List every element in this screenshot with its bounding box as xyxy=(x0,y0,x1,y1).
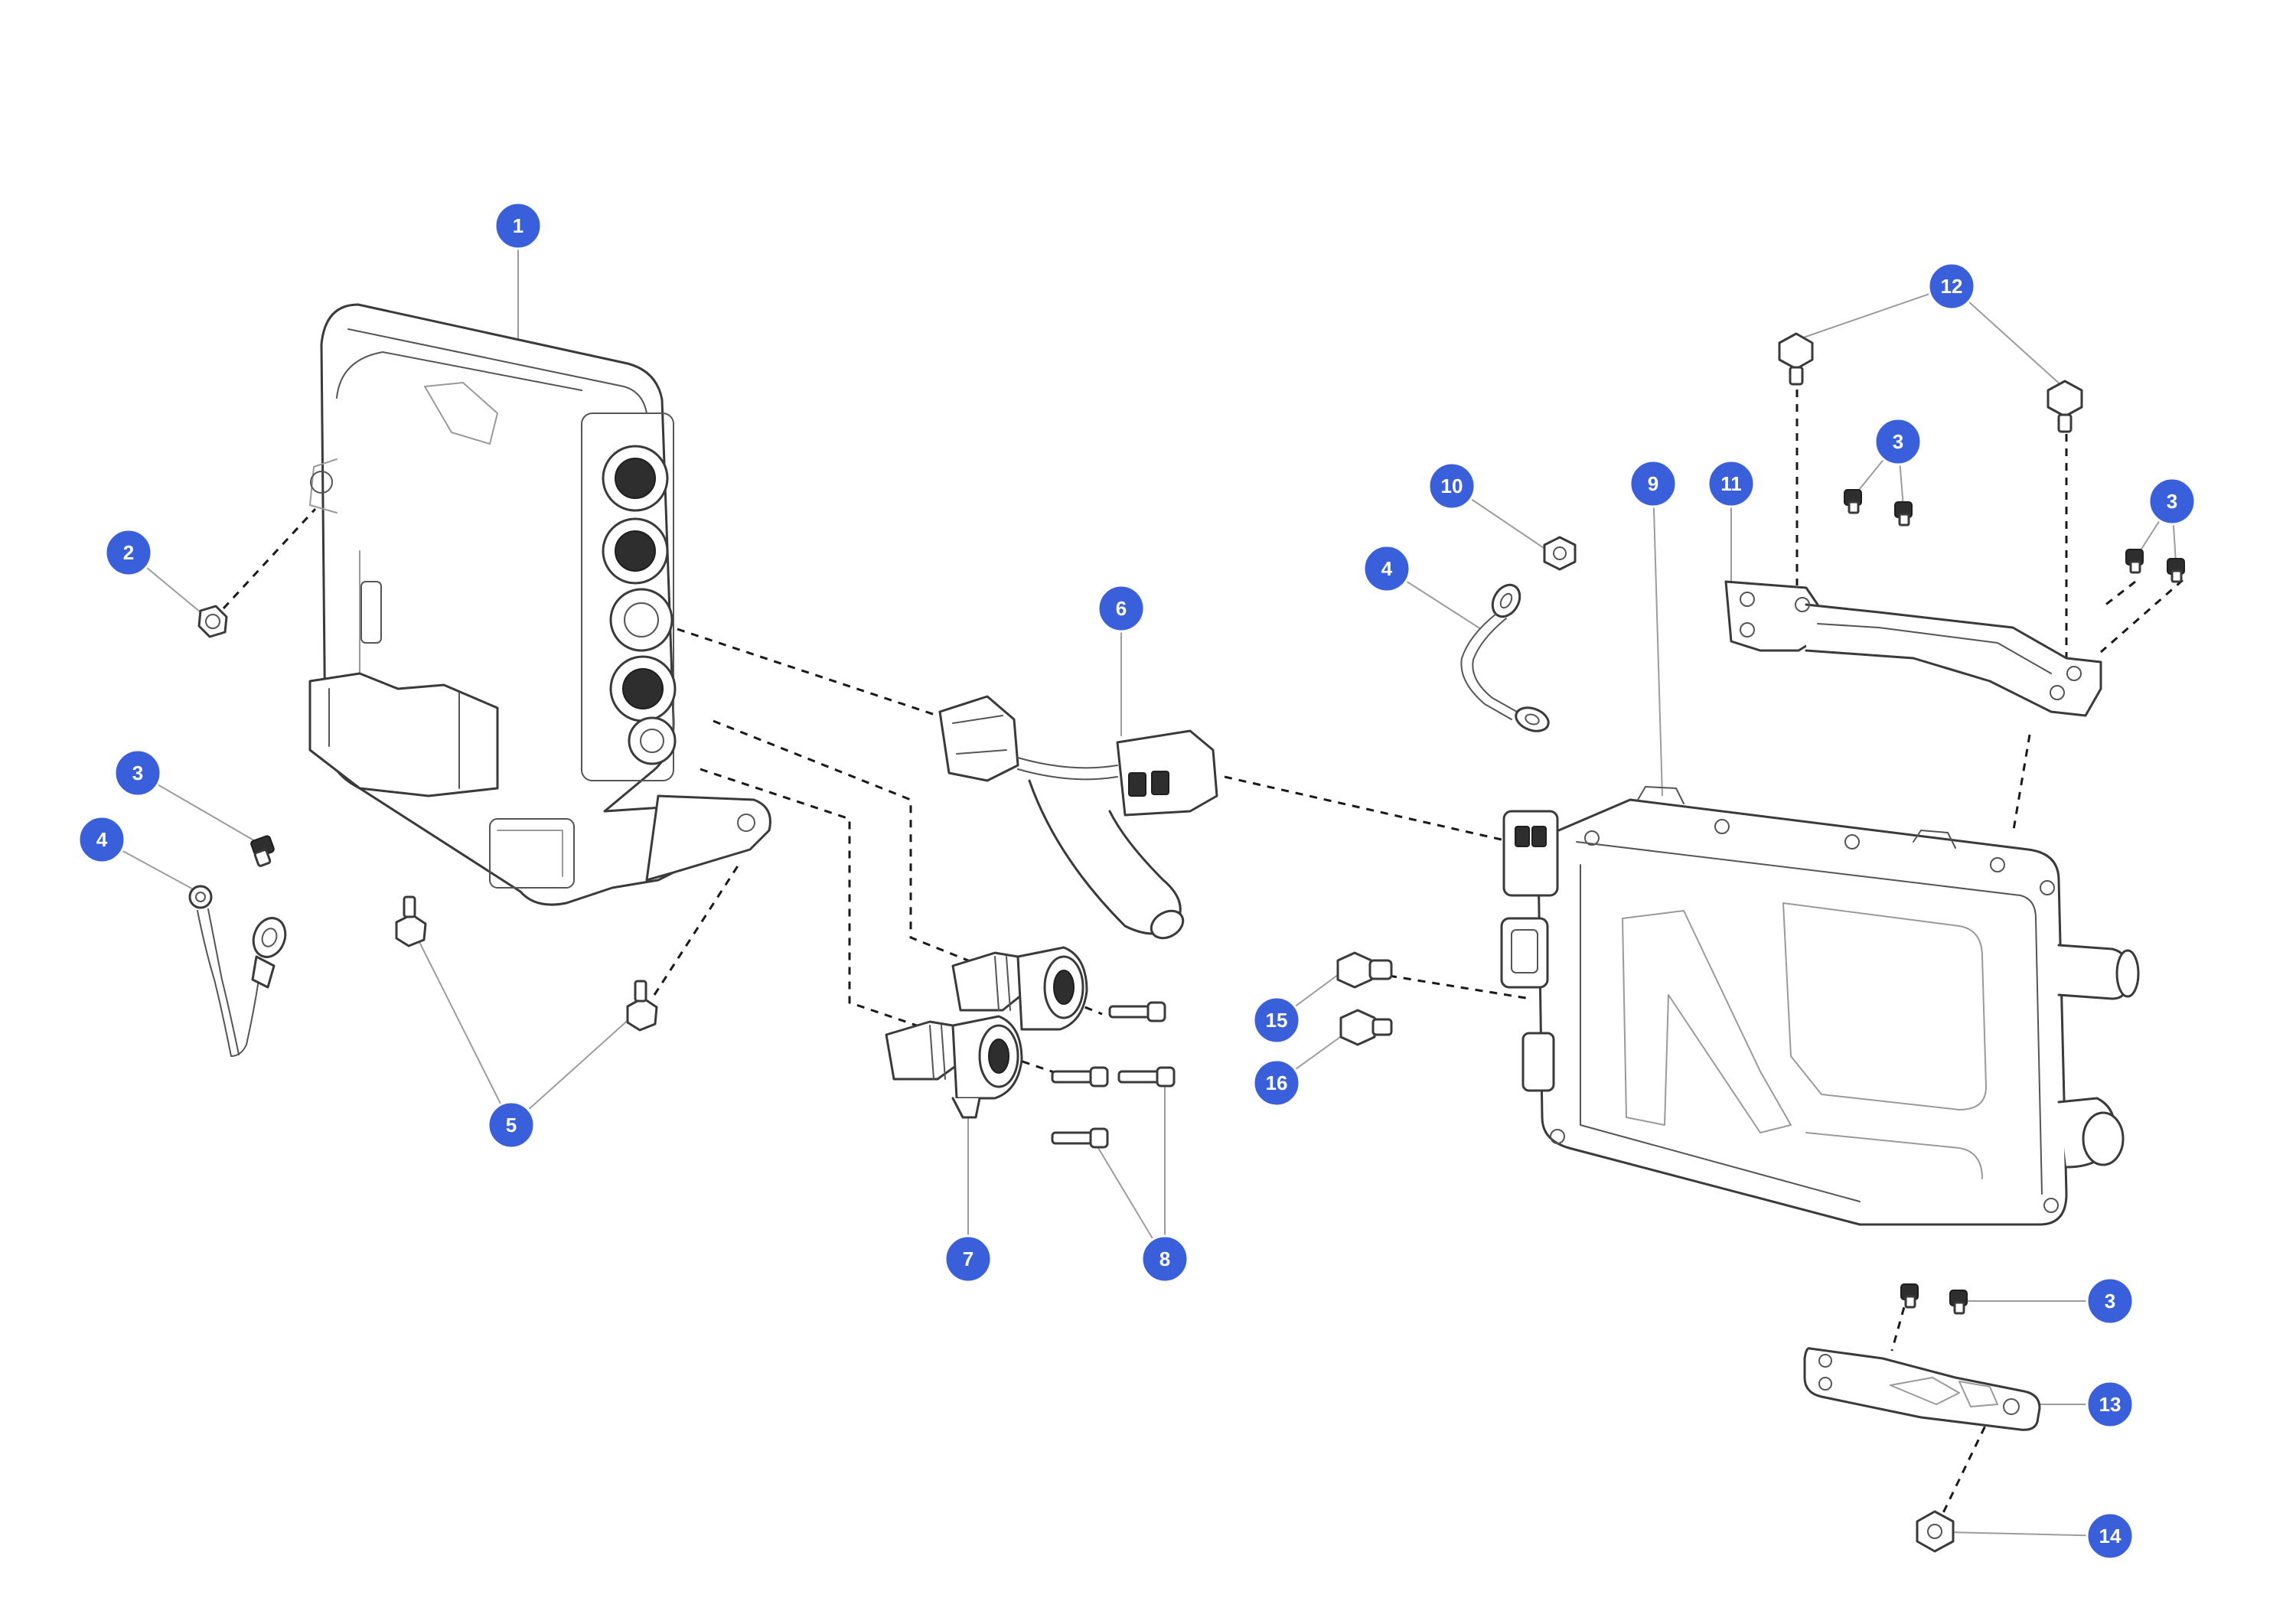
leader-12b xyxy=(1951,285,2063,387)
callout-4-left: 4 xyxy=(77,815,126,864)
callout-3-left: 3 xyxy=(113,748,162,797)
part-13-plate xyxy=(1803,1347,2041,1431)
leader-5b xyxy=(510,1009,640,1126)
part-3-screw-left xyxy=(250,835,275,867)
callout-2: 2 xyxy=(104,528,153,577)
svg-text:10: 10 xyxy=(1441,474,1463,497)
module-connectors xyxy=(581,413,677,781)
part-11-bracket xyxy=(1724,580,2102,717)
callout-6: 6 xyxy=(1097,584,1146,633)
svg-text:15: 15 xyxy=(1266,1009,1288,1032)
svg-text:3: 3 xyxy=(2167,490,2177,513)
part-15-flange-bolt xyxy=(1336,951,1393,989)
part-14-nut xyxy=(1916,1510,1955,1553)
svg-text:7: 7 xyxy=(963,1247,974,1270)
leader-14 xyxy=(1947,1531,2111,1537)
part-3-screws-upper-middle xyxy=(1844,489,1913,527)
part-2-nut xyxy=(197,605,228,638)
part-5-bolt-b xyxy=(626,980,658,1032)
part-3-screws-lower xyxy=(1900,1283,1968,1315)
callout-3-upper-right: 3 xyxy=(2148,477,2197,526)
callout-1: 1 xyxy=(494,201,543,250)
callout-5: 5 xyxy=(487,1101,536,1150)
part-3-screws-upper-right xyxy=(2125,549,2185,583)
part-8-screws xyxy=(1051,1001,1176,1149)
callout-4-right: 4 xyxy=(1362,544,1411,593)
svg-text:16: 16 xyxy=(1266,1071,1288,1094)
callout-8: 8 xyxy=(1140,1234,1189,1283)
part-12-bolt-a xyxy=(1778,332,1814,386)
callout-7: 7 xyxy=(944,1234,993,1283)
part-1-control-module xyxy=(308,303,771,906)
callout-12: 12 xyxy=(1927,262,1976,311)
callout-3-upper-middle: 3 xyxy=(1874,417,1923,466)
callout-14: 14 xyxy=(2086,1511,2135,1560)
part-4-ground-strap-left xyxy=(188,885,287,1057)
svg-text:4: 4 xyxy=(96,828,108,851)
part-10-nut xyxy=(1543,536,1577,571)
part-6-wire-harness xyxy=(938,695,1218,940)
svg-text:6: 6 xyxy=(1116,597,1127,620)
part-5-bolt-a xyxy=(395,895,427,947)
callout-badges: 1 2 3 4 5 6 7 8 xyxy=(77,201,2197,1560)
svg-text:3: 3 xyxy=(132,761,143,784)
leader-9 xyxy=(1652,483,1663,797)
callout-13: 13 xyxy=(2086,1380,2135,1429)
svg-text:14: 14 xyxy=(2099,1525,2122,1547)
callout-16: 16 xyxy=(1252,1058,1301,1107)
part-16-nut-bolt xyxy=(1339,1009,1393,1046)
leader-12a xyxy=(1794,285,1952,341)
svg-text:1: 1 xyxy=(513,214,523,237)
part-7-socket-lower xyxy=(885,1015,1023,1119)
callout-9: 9 xyxy=(1629,459,1678,508)
part-4-cable-right xyxy=(1460,583,1550,732)
svg-text:13: 13 xyxy=(2099,1393,2122,1416)
svg-text:12: 12 xyxy=(1941,275,1963,298)
svg-text:2: 2 xyxy=(123,541,134,564)
svg-text:3: 3 xyxy=(1893,430,1903,453)
callout-15: 15 xyxy=(1252,996,1301,1045)
svg-text:3: 3 xyxy=(2105,1290,2115,1313)
svg-text:11: 11 xyxy=(1720,472,1742,495)
svg-text:5: 5 xyxy=(506,1114,517,1136)
svg-text:9: 9 xyxy=(1648,472,1658,495)
part-12-bolt-b xyxy=(2047,380,2083,433)
part-7-socket-upper xyxy=(951,946,1088,1031)
callout-10: 10 xyxy=(1427,461,1476,510)
leader-5a xyxy=(409,921,512,1126)
callout-3-lower: 3 xyxy=(2086,1277,2135,1326)
svg-text:4: 4 xyxy=(1381,557,1393,580)
svg-text:8: 8 xyxy=(1159,1247,1170,1270)
callout-11: 11 xyxy=(1707,459,1756,508)
part-9-charger-module xyxy=(1500,786,2140,1226)
